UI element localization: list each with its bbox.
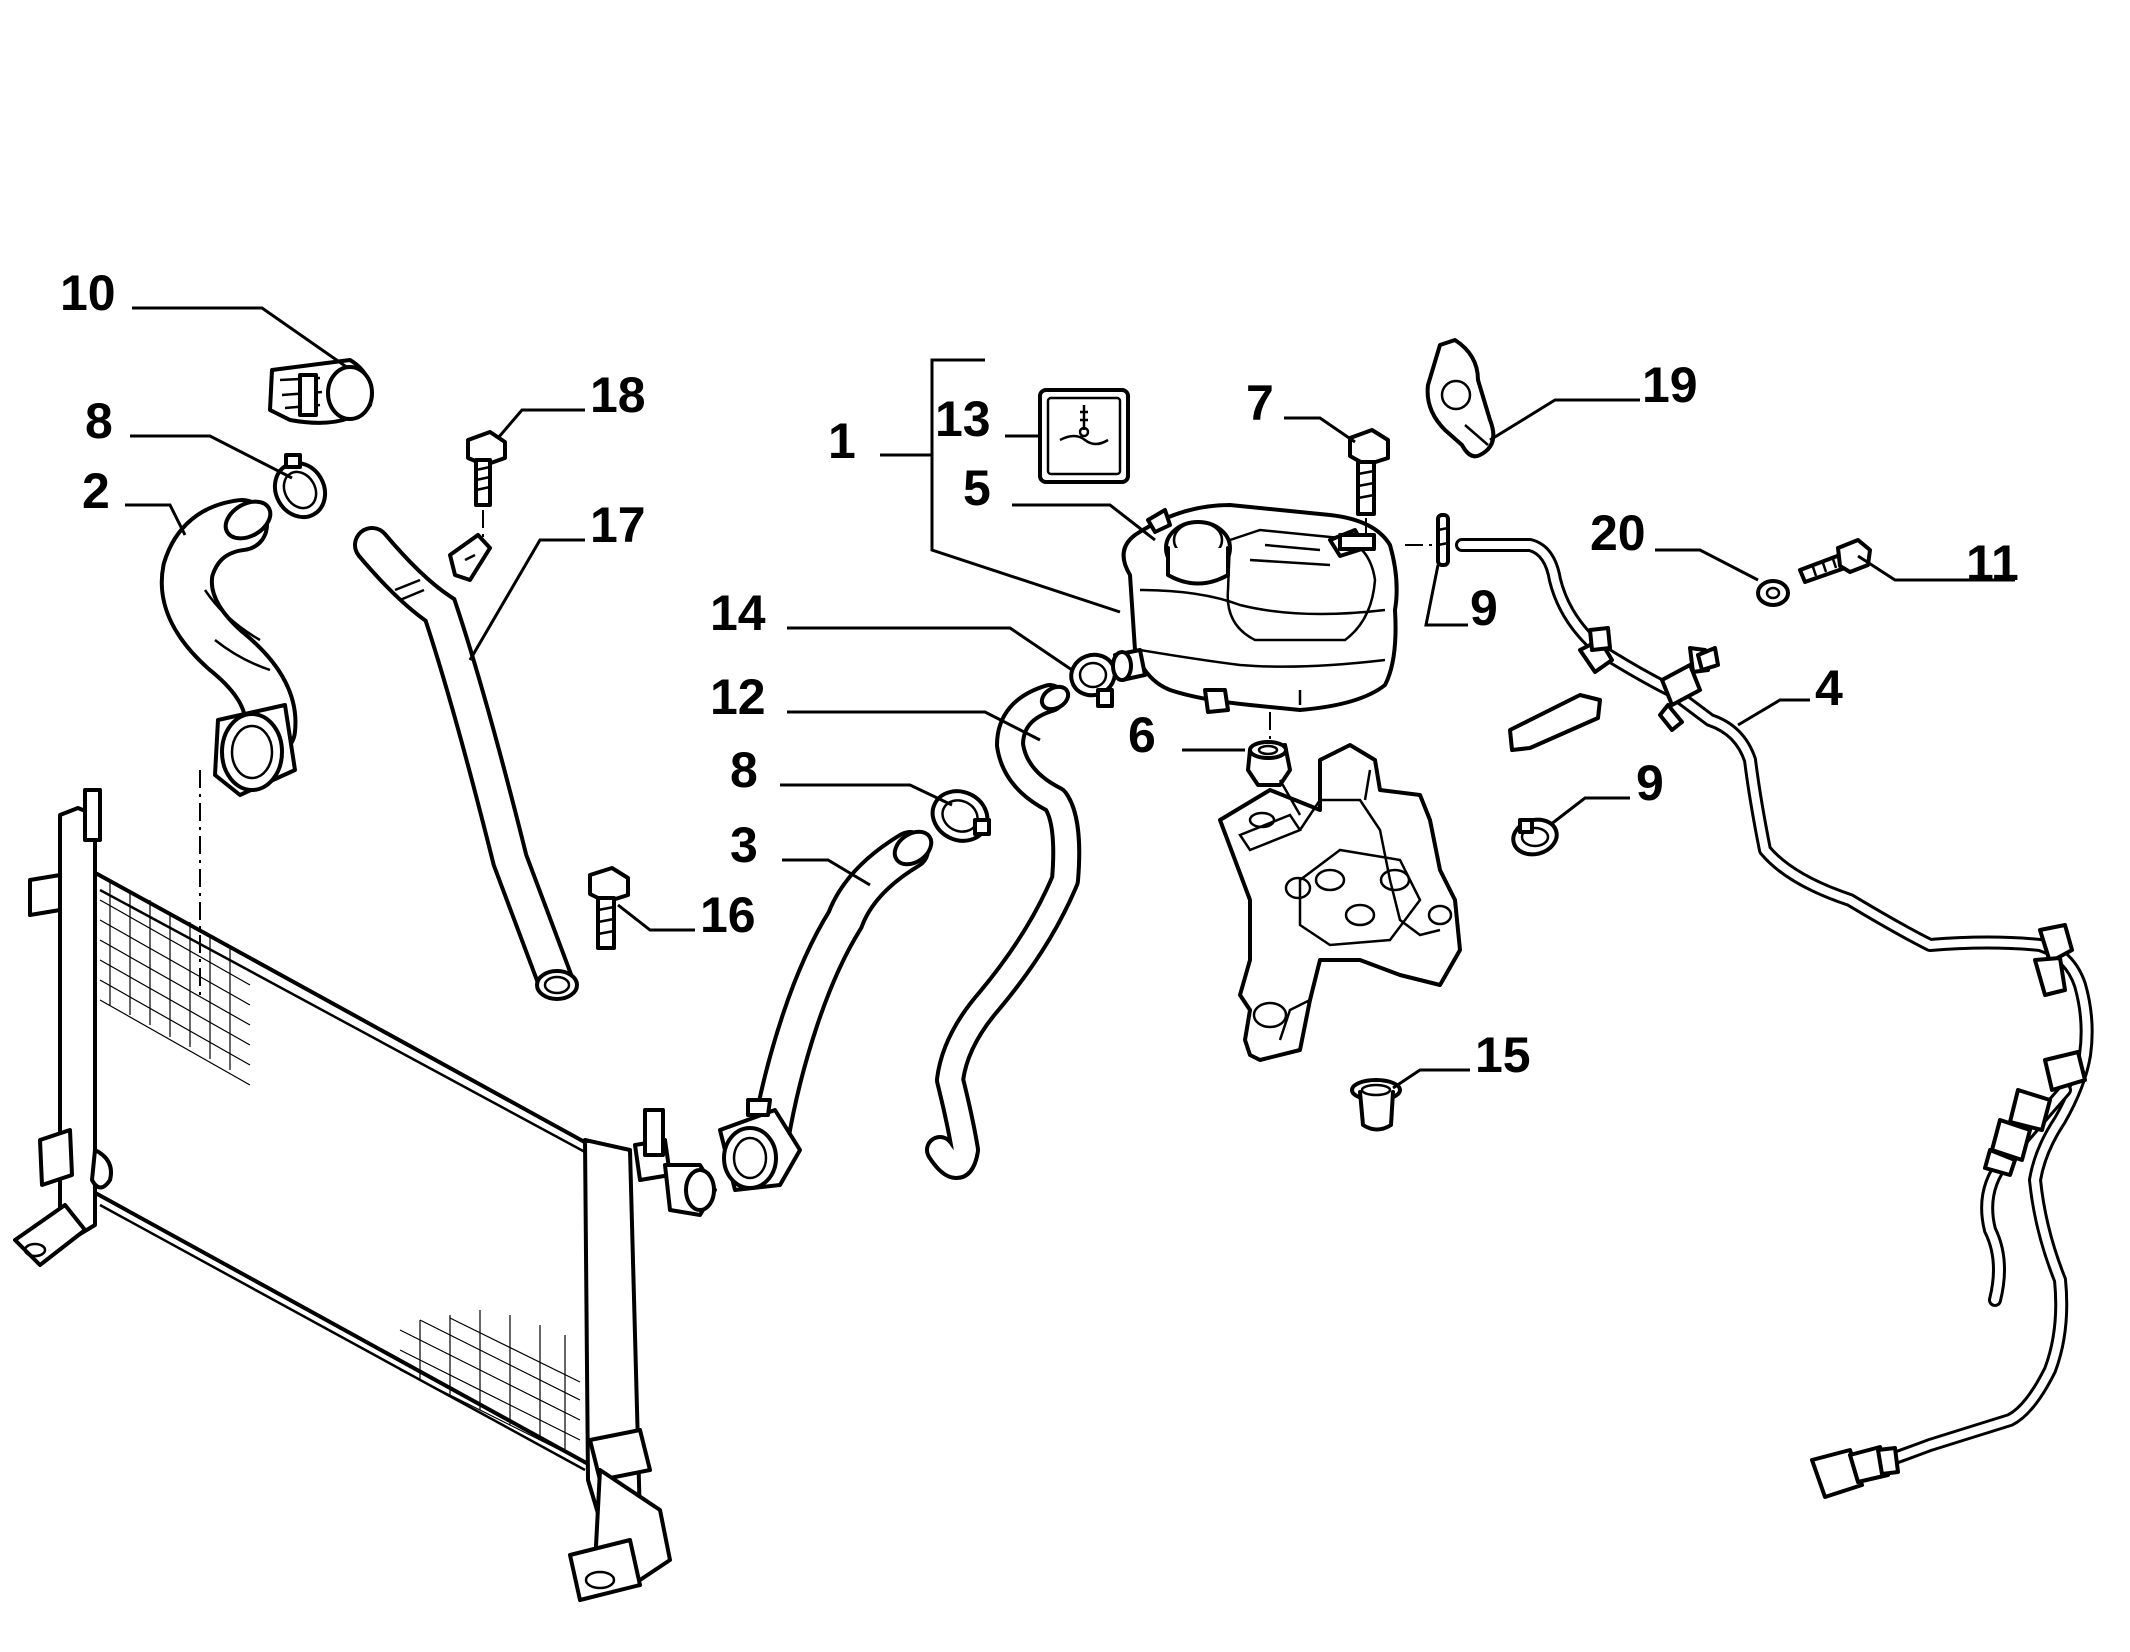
part-19-cap-bracket — [1425, 338, 1496, 459]
callout-7: 7 — [1246, 375, 1274, 431]
callout-4: 4 — [1815, 660, 1843, 716]
part-17-coolant-pipe — [353, 526, 579, 1001]
callout-18: 18 — [590, 367, 646, 423]
radiator-fins-lower — [399, 1310, 581, 1461]
callout-14: 14 — [710, 585, 766, 641]
callout-8-upper: 8 — [85, 393, 113, 449]
radiator-fins-upper — [99, 880, 251, 1086]
part-11-bolt — [1798, 538, 1872, 584]
callout-8-lower: 8 — [730, 742, 758, 798]
part-2-upper-radiator-hose — [159, 498, 298, 1000]
leader-lines — [125, 306, 2015, 1090]
callout-10: 10 — [60, 265, 116, 321]
callout-labels: 10 8 2 18 17 16 3 8 14 12 1 13 5 6 7 9 1… — [60, 265, 2019, 1083]
part-9-clamp-lower — [1511, 817, 1559, 857]
callout-1: 1 — [828, 413, 856, 469]
part-8-hose-clamp-lower — [930, 789, 991, 843]
part-15-sleeve — [1350, 1078, 1402, 1132]
radiator — [13, 788, 717, 1602]
callout-19: 19 — [1642, 357, 1698, 413]
callout-20: 20 — [1590, 505, 1646, 561]
part-14-hose-clamp — [1069, 652, 1117, 708]
part-18-bolt — [466, 430, 507, 545]
part-9-clip-upper — [1405, 513, 1450, 567]
part-4-heater-pipe-assembly — [1455, 538, 2094, 1499]
callout-3: 3 — [730, 817, 758, 873]
callout-12: 12 — [710, 669, 766, 725]
part-8-hose-clamp-upper — [272, 453, 328, 520]
part-13-warning-label — [1038, 388, 1130, 484]
part-5-expansion-tank — [1111, 503, 1399, 745]
part-12-small-hose — [925, 683, 1082, 1180]
callout-17: 17 — [590, 497, 646, 553]
callout-13: 13 — [935, 391, 991, 447]
callout-9-upper: 9 — [1470, 580, 1498, 636]
radiator-core — [88, 868, 592, 1467]
callout-2: 2 — [82, 463, 110, 519]
part-7-bolt — [1348, 428, 1390, 535]
callout-9-lower: 9 — [1636, 755, 1664, 811]
callout-5: 5 — [963, 460, 991, 516]
part-20-washer — [1756, 579, 1790, 607]
part-10-hose-clamp — [268, 358, 374, 425]
callout-15: 15 — [1475, 1027, 1531, 1083]
part-16-bolt — [588, 866, 630, 950]
engine-mount-bracket — [1218, 743, 1462, 1062]
callout-16: 16 — [700, 887, 756, 943]
part-3-lower-radiator-hose — [718, 829, 934, 1192]
callout-11: 11 — [1966, 535, 2019, 591]
callout-6: 6 — [1128, 707, 1156, 763]
part-6-grommet — [1246, 740, 1292, 787]
